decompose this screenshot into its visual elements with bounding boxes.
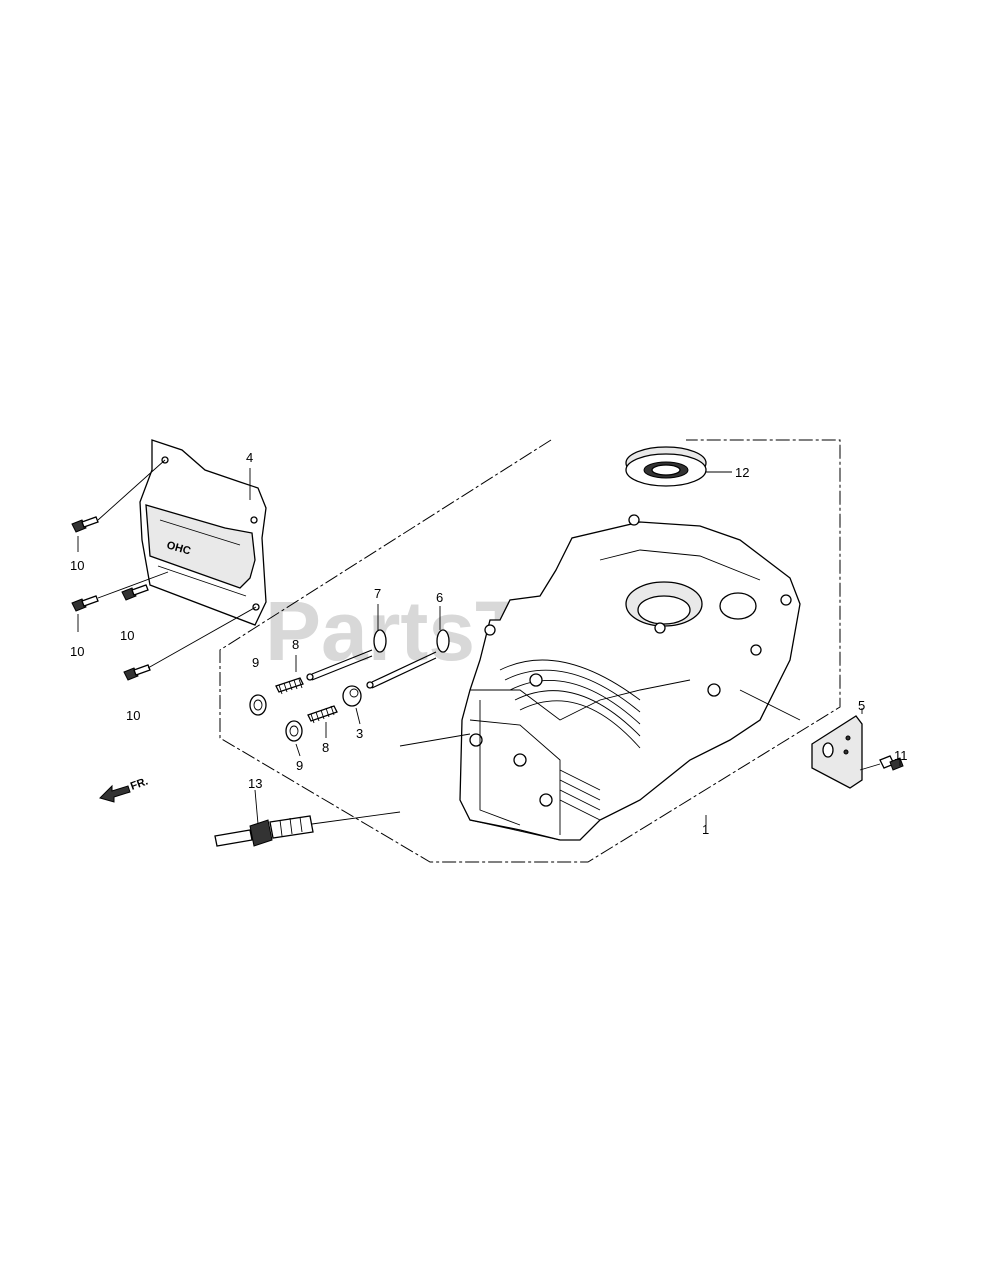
bolt-10a[interactable] <box>71 516 99 533</box>
callout-9a: 9 <box>252 655 259 670</box>
leader-lines <box>249 468 901 825</box>
valve-7[interactable] <box>306 629 387 681</box>
callout-3: 3 <box>356 726 363 741</box>
bolt-10c[interactable] <box>121 584 149 601</box>
callout-10c: 10 <box>70 644 84 659</box>
front-direction-arrow: FR. <box>99 775 150 803</box>
bolt-10d[interactable] <box>123 664 151 681</box>
callout-10a: 10 <box>70 558 84 573</box>
valve-retainer-9b[interactable] <box>285 720 303 742</box>
callout-10b: 10 <box>120 628 134 643</box>
callout-1: 1 <box>702 822 709 837</box>
oil-seal-12[interactable] <box>625 446 707 487</box>
callout-8a: 8 <box>292 637 299 652</box>
callout-6: 6 <box>436 590 443 605</box>
callout-11: 11 <box>894 748 908 763</box>
crankcase-1[interactable] <box>459 514 801 841</box>
spark-plug-13[interactable] <box>214 815 314 847</box>
callout-12: 12 <box>735 465 749 480</box>
valve-seal-3[interactable] <box>342 685 362 707</box>
callout-9b: 9 <box>296 758 303 773</box>
callout-10d: 10 <box>126 708 140 723</box>
callout-5: 5 <box>858 698 865 713</box>
head-cover[interactable]: OHC <box>139 439 267 626</box>
side-plate-5[interactable] <box>811 715 863 789</box>
valve-spring-8a[interactable] <box>275 677 304 695</box>
callout-8b: 8 <box>322 740 329 755</box>
bolt-leaders <box>77 459 257 669</box>
callout-13: 13 <box>248 776 262 791</box>
valve-6[interactable] <box>366 629 450 689</box>
callout-7: 7 <box>374 586 381 601</box>
bolt-10b[interactable] <box>71 595 99 612</box>
valve-retainer-9a[interactable] <box>249 694 267 716</box>
callout-4: 4 <box>246 450 253 465</box>
direction-label: FR. <box>129 775 150 792</box>
valve-spring-8b[interactable] <box>307 705 338 724</box>
